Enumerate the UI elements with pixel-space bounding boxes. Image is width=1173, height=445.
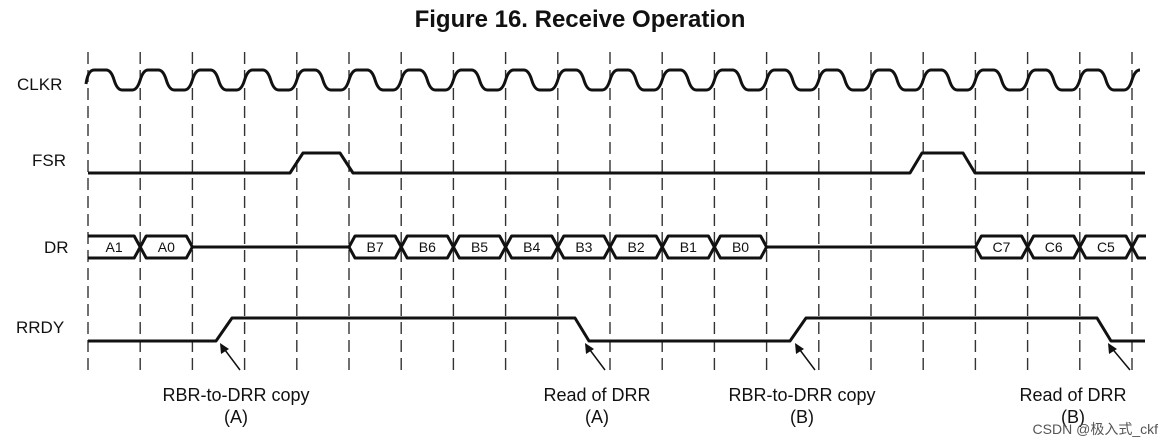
signal-label-dr: DR	[44, 238, 69, 257]
fsr-waveform	[88, 151, 1145, 175]
dr-bus: A1 A0 B7 B6 B5 B4 B3 B2 B1 B0 C7 C6 C5	[88, 234, 1146, 260]
signal-label-clkr: CLKR	[17, 75, 62, 94]
dr-cell-label-b1: B1	[680, 239, 697, 255]
dr-cell-label-b2: B2	[628, 239, 645, 255]
arrowhead-read-b	[1108, 343, 1117, 354]
dr-cell-label-c5: C5	[1097, 239, 1115, 255]
dr-cell-label-b4: B4	[523, 239, 540, 255]
annotation-copy-b-line1: RBR-to-DRR copy	[728, 385, 875, 405]
clock-gridlines	[87, 52, 1133, 372]
arrowhead-copy-b	[795, 343, 804, 354]
arrowhead-read-a	[585, 343, 594, 354]
rrdy-waveform	[88, 316, 1145, 343]
annotation-read-b-line2: (B)	[1061, 407, 1085, 427]
dr-cell-label-b5: B5	[471, 239, 488, 255]
dr-cell-label-b6: B6	[419, 239, 436, 255]
signal-label-rrdy: RRDY	[16, 318, 64, 337]
dr-cell-label-b3: B3	[575, 239, 592, 255]
annotation-copy-a-line2: (A)	[224, 407, 248, 427]
arrowhead-copy-a	[220, 343, 229, 354]
dr-cell-label-c7: C7	[993, 239, 1011, 255]
annotation-read-a-line2: (A)	[585, 407, 609, 427]
figure-title: Figure 16. Receive Operation	[415, 6, 746, 33]
watermark: CSDN @极入式_ckf	[1033, 421, 1159, 437]
dr-cell-label-a0: A0	[158, 239, 175, 255]
annotation-arrows	[220, 343, 1131, 371]
annotation-copy-b-line2: (B)	[790, 407, 814, 427]
dr-cell-label-b0: B0	[732, 239, 749, 255]
dr-cell-label-b7: B7	[367, 239, 384, 255]
dr-cell-label-c6: C6	[1045, 239, 1063, 255]
dr-cell-label-a1: A1	[106, 239, 123, 255]
dr-cell-c4	[1130, 234, 1146, 260]
annotation-copy-a-line1: RBR-to-DRR copy	[162, 385, 309, 405]
clkr-waveform	[84, 68, 1141, 92]
signal-label-fsr: FSR	[32, 151, 66, 170]
annotation-read-a-line1: Read of DRR	[543, 385, 650, 405]
annotation-read-b-line1: Read of DRR	[1019, 385, 1126, 405]
